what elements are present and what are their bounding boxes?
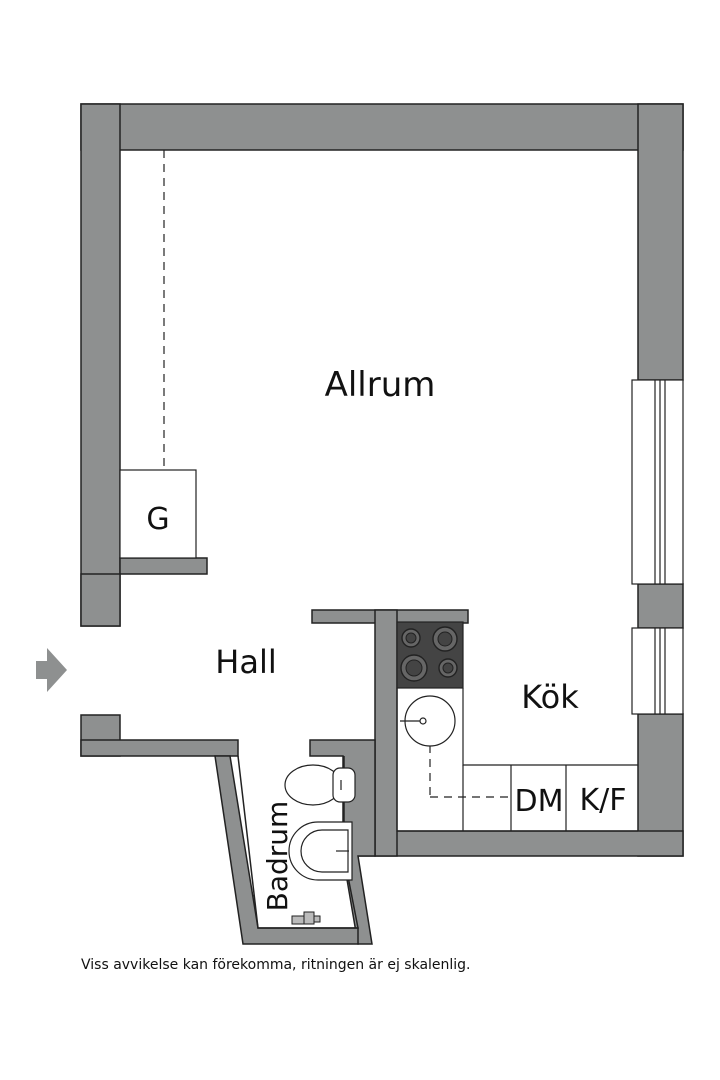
wall-right-top [637, 103, 684, 381]
wall-partition-vertical [374, 609, 398, 857]
disclaimer-text: Viss avvikelse kan förekomma, ritningen … [81, 957, 471, 973]
wall-wardrobe-shelf [119, 557, 208, 575]
room-label-kok: Kök [521, 678, 579, 716]
wall-hall-stub [80, 573, 121, 627]
stove-icon [396, 621, 464, 689]
washbasin-icon [288, 821, 353, 881]
wall-bottom-left [80, 739, 239, 757]
shower-icon [291, 911, 321, 925]
room-label-badrum: Badrum [261, 801, 294, 912]
wall-left-upper [80, 103, 121, 627]
window-upper [631, 379, 684, 585]
wall-bathroom-right [309, 739, 376, 945]
wall-top [80, 103, 684, 151]
appliance-label-dm: DM [515, 784, 564, 819]
walls [80, 103, 684, 945]
entrance-arrow-icon [36, 648, 67, 692]
window-lower [631, 627, 684, 715]
kitchen-counter [396, 688, 638, 832]
room-label-hall: Hall [215, 643, 276, 681]
wardrobe-box [119, 469, 197, 559]
room-label-allrum: Allrum [325, 365, 436, 405]
wall-kitchen-bottom [357, 830, 684, 857]
room-label-garderob: G [146, 502, 169, 537]
wall-right-middle [637, 583, 684, 629]
appliance-label-kf: K/F [579, 783, 626, 818]
toilet-icon [284, 764, 356, 806]
sink-icon [400, 695, 456, 747]
